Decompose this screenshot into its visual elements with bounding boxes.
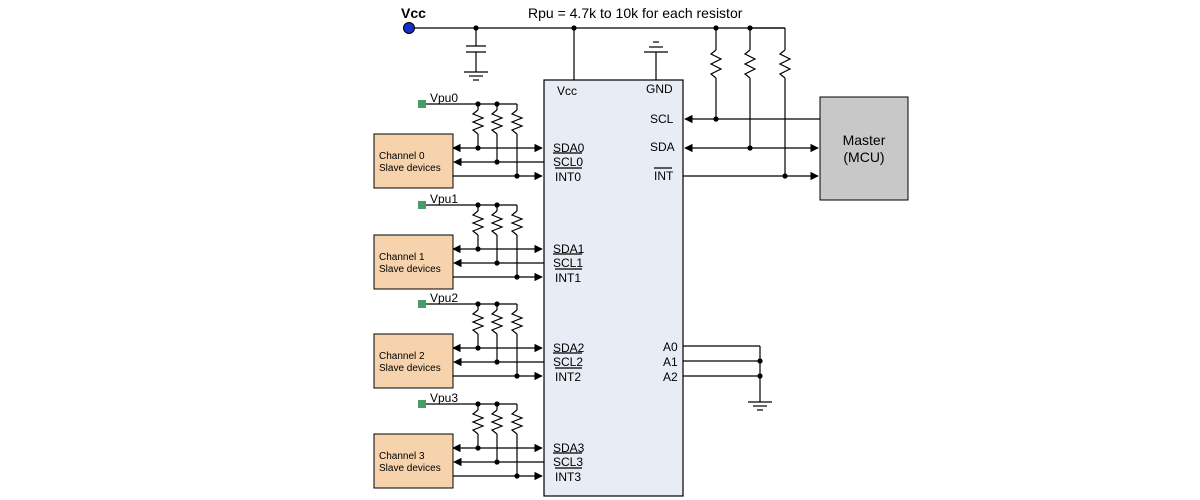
- master-sublabel: (MCU): [843, 149, 884, 165]
- vpu-label: Vpu1: [430, 192, 458, 206]
- int-pin-label: INT3: [555, 470, 581, 484]
- junction: [747, 145, 753, 151]
- decoupling-capacitor: [466, 28, 486, 72]
- ic-vcc-pin: Vcc: [557, 84, 577, 98]
- channel-subtitle: Slave devices: [379, 163, 441, 174]
- sda-pin-label: SDA1: [553, 242, 585, 256]
- channel-name: Channel 3: [379, 451, 425, 462]
- channel-subtitle: Slave devices: [379, 264, 441, 275]
- ground-symbol: [464, 71, 488, 81]
- channel-box: [373, 433, 454, 489]
- address-pins-ground: [683, 345, 772, 411]
- master-mcu-box: [819, 96, 909, 201]
- scl-pin-label: SCL0: [553, 155, 583, 169]
- channel-name: Channel 2: [379, 351, 425, 362]
- channel-box: [373, 133, 454, 189]
- rpu-note: Rpu = 4.7k to 10k for each resistor: [528, 5, 743, 21]
- sda-pin-label: SDA2: [553, 341, 585, 355]
- vcc-source-dot: [403, 22, 415, 34]
- channel-box: [373, 234, 454, 290]
- channel-subtitle: Slave devices: [379, 463, 441, 474]
- vpu-label: Vpu2: [430, 291, 458, 305]
- ground-symbol: [644, 41, 668, 53]
- int-pin-label: INT0: [555, 170, 581, 184]
- master-label: Master: [843, 132, 886, 148]
- sda-pin-label: SDA3: [553, 441, 585, 455]
- ic-scl-pin: SCL: [650, 112, 674, 126]
- ic-a0-pin: A0: [663, 340, 678, 354]
- i2c-switch-ic: [543, 79, 684, 497]
- channel-name: Channel 1: [379, 252, 425, 263]
- int-pin-label: INT1: [555, 271, 581, 285]
- ic-a2-pin: A2: [663, 370, 678, 384]
- channel-subtitle: Slave devices: [379, 363, 441, 374]
- vpu-terminal: [418, 201, 426, 209]
- int-pin-label: INT2: [555, 370, 581, 384]
- ic-a1-pin: A1: [663, 355, 678, 369]
- vpu-terminal: [418, 400, 426, 408]
- channel-box: [373, 333, 454, 389]
- channel-name: Channel 0: [379, 151, 425, 162]
- junction: [782, 173, 788, 179]
- vpu-terminal: [418, 100, 426, 108]
- vcc-label: Vcc: [401, 5, 426, 21]
- vpu-label: Vpu0: [430, 91, 458, 105]
- scl-pin-label: SCL3: [553, 455, 583, 469]
- ic-int-pin: INT: [654, 169, 674, 183]
- sda-pin-label: SDA0: [553, 141, 585, 155]
- scl-pin-label: SCL1: [553, 256, 583, 270]
- ic-sda-pin: SDA: [650, 140, 675, 154]
- junction: [713, 116, 719, 122]
- vpu-terminal: [418, 300, 426, 308]
- vpu-label: Vpu3: [430, 391, 458, 405]
- ic-gnd-pin: GND: [646, 82, 673, 96]
- master-pullup-resistors: [709, 27, 792, 176]
- scl-pin-label: SCL2: [553, 355, 583, 369]
